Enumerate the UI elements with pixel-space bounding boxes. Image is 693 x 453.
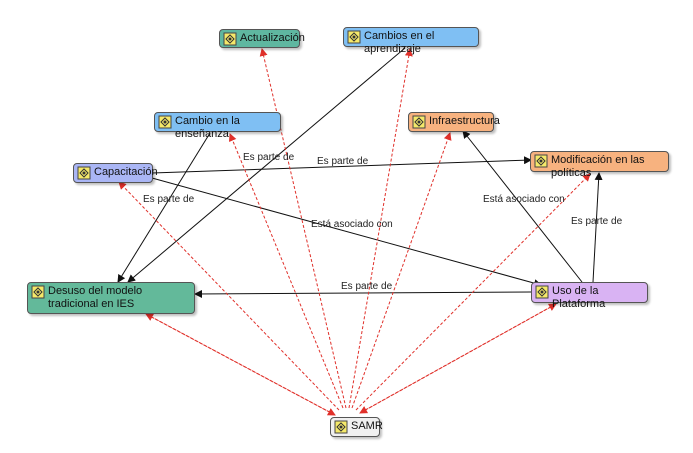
- concept-node-icon: [223, 32, 237, 46]
- node-label: Infraestructura: [429, 115, 500, 127]
- edge-label-esta-asociado-con: Está asociado con: [483, 194, 565, 205]
- node-label: Desuso del modelo tradicional en IES: [48, 285, 143, 310]
- node-cambio-ensenanza[interactable]: Cambio en la enseñanza: [154, 112, 281, 140]
- edge-capacitacion-modificacion: [151, 156, 532, 174]
- node-label: Cambios en el aprendizaje: [364, 30, 435, 55]
- concept-node-icon: [77, 166, 91, 180]
- edge-samr-aprendizaje: [348, 48, 413, 409]
- edge-ensenanza-desuso: [117, 132, 211, 283]
- node-label: Actualización: [240, 32, 305, 44]
- node-uso-plataforma[interactable]: Uso de la Plataforma: [531, 282, 648, 310]
- edge-samr-ensenanza: [228, 133, 344, 409]
- edge-label-es-parte-de: Es parte de: [341, 281, 393, 292]
- concept-node-icon: [347, 30, 361, 44]
- concept-node-icon: [31, 285, 45, 299]
- edge-label-es-parte-de: Es parte de: [317, 156, 369, 167]
- edge-label-es-parte-de: Es parte de: [143, 194, 195, 205]
- concept-node-icon: [334, 420, 348, 434]
- node-label: Capacitación: [94, 166, 158, 178]
- concept-node-icon: [412, 115, 426, 129]
- edge-capacitacion-uso: [151, 177, 542, 288]
- concept-node-icon: [158, 115, 172, 129]
- edge-samr-capacitacion: [118, 181, 340, 411]
- edge-aprendizaje-desuso: [127, 47, 406, 283]
- node-cambios-aprendizaje[interactable]: Cambios en el aprendizaje: [343, 27, 479, 55]
- edge-uso-modificacion: [592, 172, 603, 283]
- edge-samr-uso-return: [359, 303, 557, 414]
- node-actualizacion[interactable]: Actualización: [219, 29, 305, 48]
- node-label: Modificación en las políticas: [551, 154, 645, 179]
- node-modificacion-politicas[interactable]: Modificación en las políticas: [530, 151, 669, 179]
- concept-node-icon: [534, 154, 548, 168]
- edge-samr-desuso-return: [145, 313, 336, 416]
- edge-samr-modificacion: [355, 173, 591, 411]
- node-capacitacion[interactable]: Capacitación: [73, 163, 158, 183]
- edge-label-es-parte-de: Es parte de: [571, 216, 623, 227]
- node-label: Uso de la Plataforma: [552, 285, 606, 310]
- node-desuso-modelo[interactable]: Desuso del modelo tradicional en IES: [27, 282, 195, 314]
- node-label: Cambio en la enseñanza: [175, 115, 240, 140]
- edge-uso-infraestructura: [462, 130, 583, 283]
- node-label: SAMR: [351, 420, 383, 432]
- edge-samr-actualizacion: [259, 48, 347, 409]
- edge-uso-desuso: [194, 289, 532, 298]
- node-samr[interactable]: SAMR: [330, 417, 383, 437]
- edge-label-esta-asociado-con: Está asociado con: [311, 219, 393, 230]
- node-infraestructura[interactable]: Infraestructura: [408, 112, 500, 132]
- concept-node-icon: [535, 285, 549, 299]
- edge-label-es-parte-de: Es parte de: [243, 152, 295, 163]
- edge-samr-infraestructura: [351, 132, 452, 409]
